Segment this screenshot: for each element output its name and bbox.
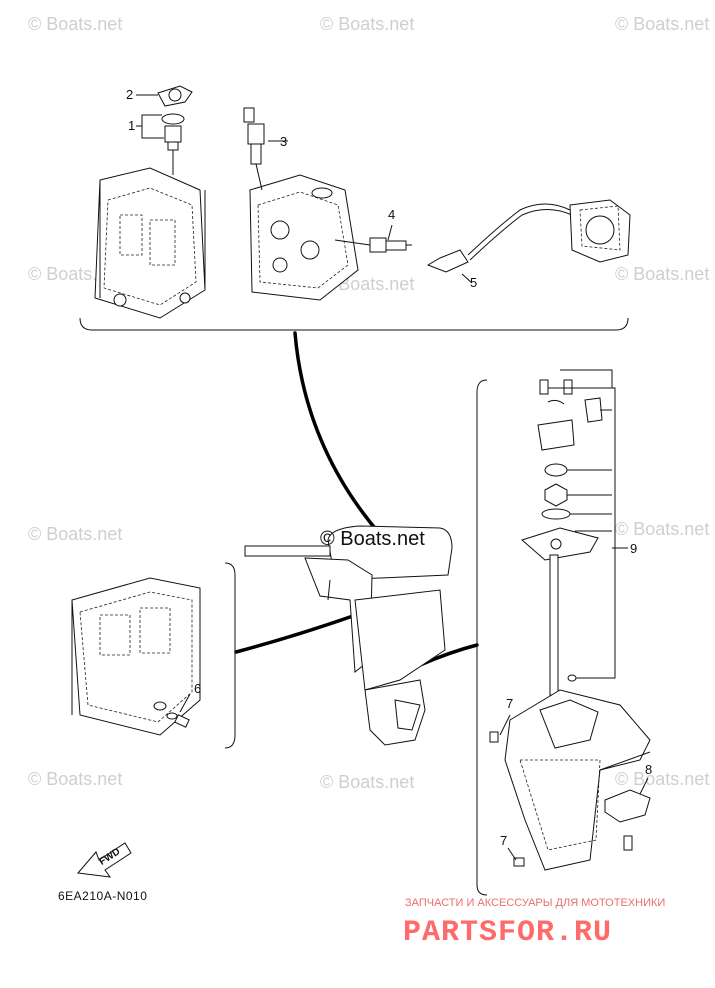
watermark: © Boats.net [615,769,709,789]
anode [604,789,651,851]
watermark: © Boats.net [320,14,414,34]
right-group-bracket [476,379,488,896]
bolt-lower [507,847,525,867]
watermark-layer: © Boats.net © Boats.net © Boats.net © Bo… [28,14,709,792]
top-group-bracket [79,317,629,331]
watermark: © Boats.net [615,14,709,34]
callout-7-upper: 7 [506,696,513,711]
bolt-upper [489,714,511,743]
fwd-arrow-icon: FWD [77,842,132,878]
leader-lines [136,94,649,795]
thermostat-cover [157,85,193,175]
drive-shaft [549,554,577,696]
ad-tagline: ЗАПЧАСТИ И АКСЕССУАРЫ ДЛЯ МОТОТЕХНИКИ [405,897,665,909]
lower-casing [71,577,201,736]
watermark: © Boats.net [28,14,122,34]
ad-brand: PARTSFOR.RU [403,916,612,950]
temperature-sender [243,107,265,191]
drain-plug [153,701,190,728]
callout-5: 5 [470,275,477,290]
callout-2: 2 [126,87,133,102]
outboard-motor [244,525,453,746]
cylinder-block-left [94,167,206,319]
watermark: © Boats.net [320,772,414,792]
diagram-part-number: 6EA210A-N010 [58,889,147,903]
callout-4: 4 [388,207,395,222]
callout-6: 6 [194,681,201,696]
left-group-bracket [224,562,236,749]
callout-8: 8 [645,762,652,777]
cylinder-head [249,174,359,301]
lower-unit [504,689,651,871]
callout-1: 1 [128,118,135,133]
callout-3: 3 [280,134,287,149]
water-pump-kit [520,369,628,679]
callout-7-lower: 7 [500,833,507,848]
spark-plug [334,237,412,253]
callout-9: 9 [630,541,637,556]
ad-banner: ЗАПЧАСТИ И АКСЕССУАРЫ ДЛЯ МОТОТЕХНИКИ PA… [403,897,665,950]
watermark: © Boats.net [615,264,709,284]
watermark: © Boats.net [28,769,122,789]
center-watermark: © Boats.net [320,528,425,550]
watermark: © Boats.net [615,519,709,539]
callouts: 1 2 3 4 5 6 7 7 8 9 [126,87,652,848]
watermark: © Boats.net [28,524,122,544]
connector-left [234,608,372,654]
connector-top [293,331,387,542]
fuel-pump-assembly [426,199,631,273]
